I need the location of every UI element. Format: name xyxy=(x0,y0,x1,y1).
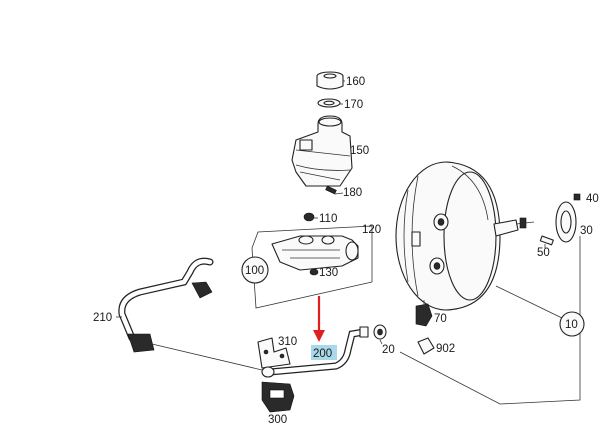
bracket-310 xyxy=(257,337,291,369)
callout-310[interactable]: 310 xyxy=(278,336,297,348)
callout-10[interactable]: 10 xyxy=(565,319,578,331)
callout-100[interactable]: 100 xyxy=(245,265,264,277)
callout-200[interactable]: 200 xyxy=(313,348,332,360)
nut-40 xyxy=(573,193,581,201)
brake-line-200 xyxy=(266,326,369,376)
valve-assembly-300 xyxy=(261,366,295,413)
sensor-70 xyxy=(415,300,433,327)
fitting-20 xyxy=(373,324,387,345)
callout-circle-10 xyxy=(559,311,585,337)
seal-130 xyxy=(309,268,319,276)
callout-20[interactable]: 20 xyxy=(382,344,395,356)
brake-booster xyxy=(395,161,535,311)
gasket-30 xyxy=(555,201,577,243)
callout-120[interactable]: 120 xyxy=(362,224,381,236)
callout-210[interactable]: 210 xyxy=(93,312,112,324)
brake-fluid-reservoir xyxy=(291,115,353,187)
bolt-50 xyxy=(539,235,554,248)
callout-300[interactable]: 300 xyxy=(268,414,287,426)
master-cylinder xyxy=(271,235,359,271)
bolt-180 xyxy=(325,185,344,195)
callout-160[interactable]: 160 xyxy=(346,76,365,88)
callout-40[interactable]: 40 xyxy=(586,193,599,205)
callout-180[interactable]: 180 xyxy=(343,187,362,199)
callout-902[interactable]: 902 xyxy=(436,343,455,355)
callout-highlight-200 xyxy=(311,345,337,360)
callout-70[interactable]: 70 xyxy=(434,313,447,325)
reservoir-seal xyxy=(317,98,341,108)
reservoir-cap xyxy=(316,71,344,90)
callout-50[interactable]: 50 xyxy=(537,247,550,259)
brake-hose-210 xyxy=(118,257,214,353)
callout-170[interactable]: 170 xyxy=(344,99,363,111)
callout-150[interactable]: 150 xyxy=(350,145,369,157)
plug-110 xyxy=(303,212,318,222)
highlight-arrow xyxy=(313,296,325,342)
callout-circle-100 xyxy=(241,256,269,284)
callout-110[interactable]: 110 xyxy=(319,213,337,225)
callout-130[interactable]: 130 xyxy=(319,267,338,279)
clip-902 xyxy=(417,337,435,355)
callout-30[interactable]: 30 xyxy=(580,225,593,237)
